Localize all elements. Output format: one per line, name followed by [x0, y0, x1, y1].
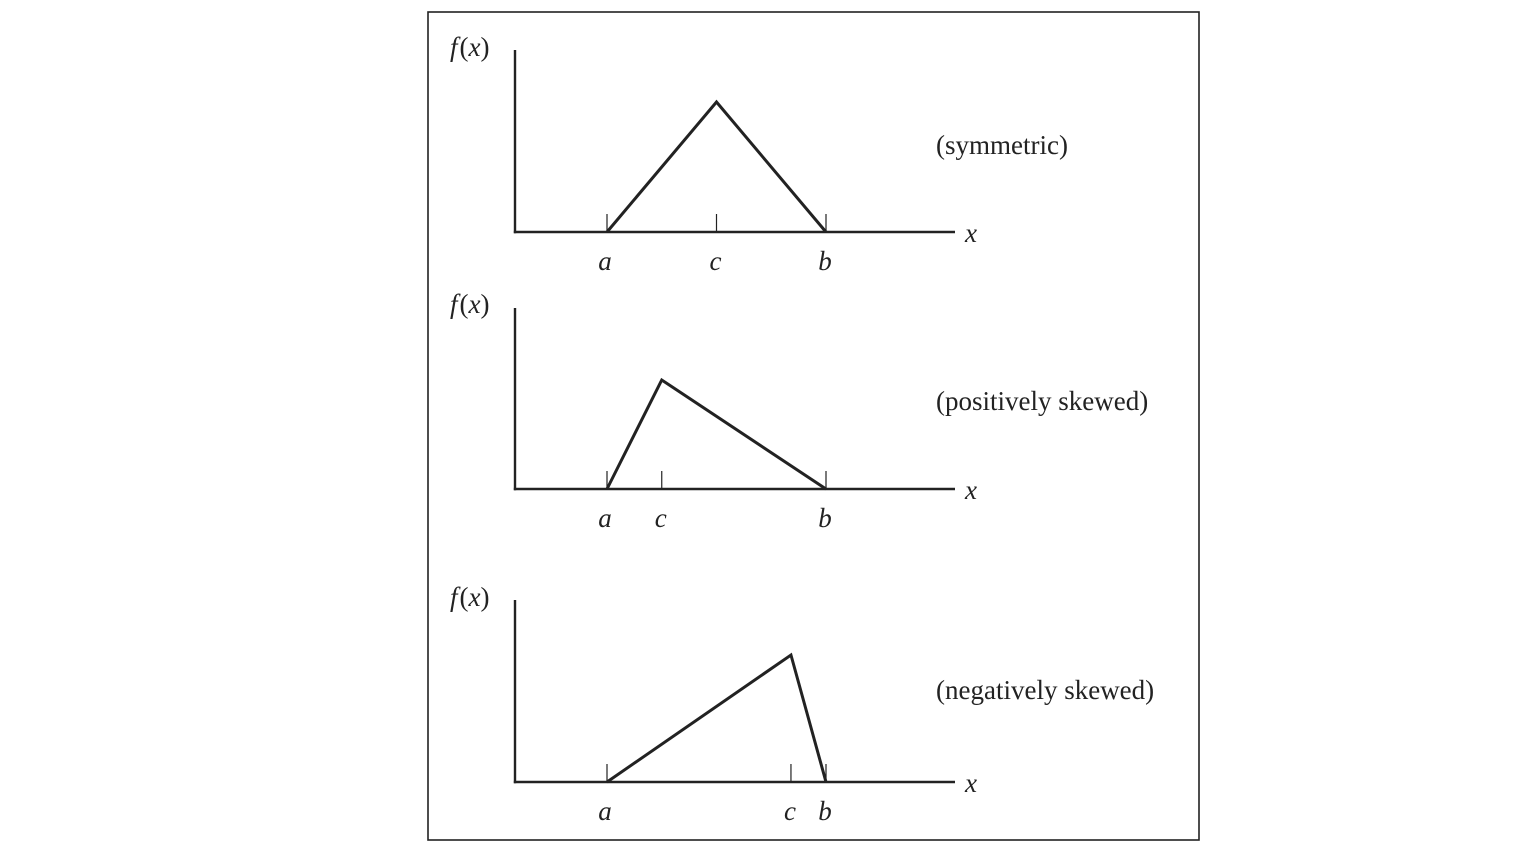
panel-negatively-skewed: f(x) a c b x (negatively skewed): [450, 582, 1154, 826]
panel-positively-skewed: f(x) a c b x (positively skewed): [450, 289, 1148, 533]
panel-caption: (negatively skewed): [936, 675, 1154, 705]
tick-label-c: c: [784, 796, 796, 826]
y-axis-label: f(x): [450, 289, 490, 319]
tick-label-a: a: [598, 796, 612, 826]
x-axis-label: x: [964, 218, 977, 248]
tick-label-a: a: [598, 503, 612, 533]
x-axis-label: x: [964, 475, 977, 505]
panel-caption: (symmetric): [936, 130, 1068, 160]
tick-label-b: b: [818, 796, 832, 826]
tick-label-b: b: [818, 503, 832, 533]
panel-symmetric: f(x) a c b x (symmetric): [450, 32, 1068, 276]
tick-label-a: a: [598, 246, 612, 276]
tick-label-b: b: [818, 246, 832, 276]
density-curve: [605, 99, 828, 233]
y-axis-label: f(x): [450, 582, 490, 612]
figure-frame: [427, 11, 1200, 841]
x-axis-label: x: [964, 768, 977, 798]
y-axis-label: f(x): [450, 32, 490, 62]
density-curve: [605, 377, 827, 491]
tick-label-c: c: [655, 503, 667, 533]
tick-label-c: c: [710, 246, 722, 276]
density-curve: [606, 652, 828, 784]
panel-caption: (positively skewed): [936, 386, 1148, 416]
